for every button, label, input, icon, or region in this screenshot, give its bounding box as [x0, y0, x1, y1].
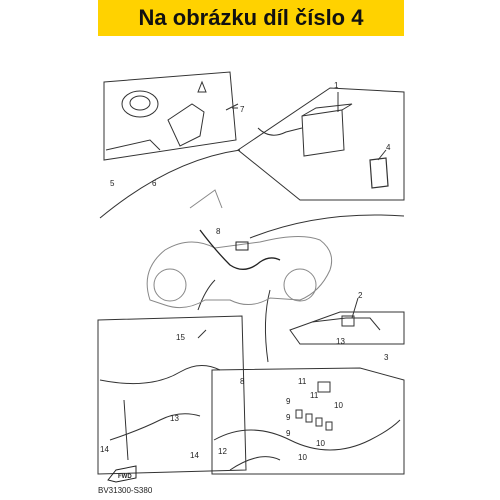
fuel-cap-inner — [129, 95, 151, 111]
ignition-switch — [167, 103, 205, 147]
callout-9a: 9 — [286, 397, 291, 406]
separator-curve — [197, 279, 216, 311]
group-box-harness-left — [97, 315, 247, 475]
group-box-battery — [237, 87, 405, 201]
leader-line — [351, 297, 359, 319]
leader-line — [197, 329, 207, 339]
callout-13b: 13 — [336, 337, 345, 346]
wire-harness-left-2 — [109, 413, 201, 441]
callout-8-bottom: 8 — [240, 377, 245, 386]
callout-15: 15 — [176, 333, 185, 342]
sensor-cable — [311, 317, 381, 331]
callout-10a: 10 — [334, 401, 343, 410]
part-4-relay — [369, 157, 389, 189]
callout-8-top: 8 — [216, 227, 221, 236]
leader-line — [377, 149, 387, 161]
fwd-label: FWD — [118, 474, 132, 480]
callout-14b: 14 — [190, 451, 199, 460]
callout-2: 2 — [358, 291, 363, 300]
callout-14a: 14 — [100, 445, 109, 454]
battery — [301, 109, 345, 157]
callout-9c: 9 — [286, 429, 291, 438]
callout-6: 6 — [152, 179, 157, 188]
fwd-arrow — [107, 465, 137, 483]
callout-3: 3 — [384, 353, 389, 362]
fuse-9a — [295, 409, 303, 419]
bolt-7 — [225, 103, 239, 111]
callout-12: 12 — [218, 447, 227, 456]
battery-top — [301, 103, 353, 117]
title-banner: Na obrázku díl číslo 4 — [98, 0, 404, 36]
battery-cable — [257, 127, 303, 136]
fuse-9b — [305, 413, 313, 423]
cable-5 — [105, 139, 161, 151]
wire-harness-right-2 — [229, 456, 281, 471]
separator-curve — [99, 149, 241, 219]
scooter-outline — [146, 236, 333, 309]
fuse-9d — [325, 421, 333, 431]
coupler-11 — [317, 381, 331, 393]
separator-curve — [264, 289, 271, 363]
connector-block — [235, 241, 249, 251]
handlebar — [189, 189, 223, 209]
callout-10b: 10 — [316, 439, 325, 448]
connector-2 — [341, 315, 355, 327]
group-box-harness-right — [211, 367, 405, 475]
scooter-rear-wheel — [283, 268, 317, 302]
callout-11a: 11 — [298, 377, 307, 386]
callout-11b: 11 — [310, 391, 319, 400]
group-box-ignition — [103, 71, 237, 161]
wire-harness-main — [199, 229, 281, 270]
callout-4: 4 — [386, 143, 391, 152]
separator-curve — [249, 214, 405, 239]
diagram-code: BV31300-S380 — [98, 486, 153, 495]
callout-9b: 9 — [286, 413, 291, 422]
callout-7: 7 — [240, 105, 245, 114]
wire-harness-left — [99, 365, 221, 385]
callout-1: 1 — [334, 81, 339, 90]
callout-13a: 13 — [170, 414, 179, 423]
callout-10c: 10 — [298, 453, 307, 462]
fuel-cap — [121, 90, 159, 118]
group-box-sensor — [289, 311, 405, 345]
callout-5: 5 — [110, 179, 115, 188]
wire-harness-right — [213, 419, 401, 451]
scooter-front-wheel — [153, 268, 187, 302]
wire-harness-left-3 — [123, 399, 129, 461]
key — [197, 80, 207, 93]
fuse-9c — [315, 417, 323, 427]
